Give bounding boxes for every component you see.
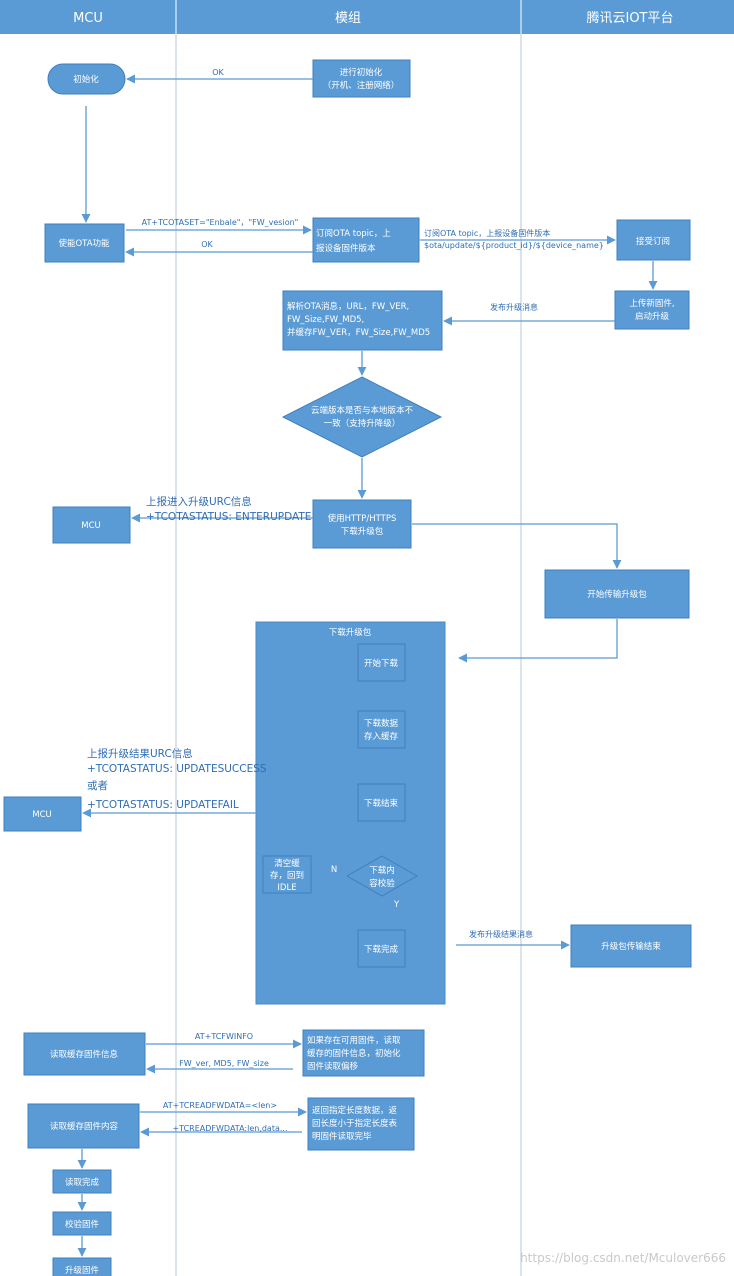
- upgrade-fw-box: [52, 1257, 112, 1276]
- init-terminal-text: 初始化: [73, 74, 99, 85]
- http-download-line-2: 下载升级包: [341, 526, 384, 537]
- parse-ota-box: [282, 290, 443, 351]
- label-sub-topic-1: 订阅OTA topic，上报设备固件版本: [424, 228, 550, 238]
- label-at-tcotaset: AT+TCOTASET="Enbale"，"FW_vesion": [142, 218, 299, 227]
- download-group-title: 下载升级包: [329, 627, 372, 638]
- subscribe-box: [312, 217, 420, 263]
- label-verify-no: N: [331, 865, 337, 875]
- subscribe-line-1: 订阅OTA topic，上: [316, 228, 391, 239]
- mcu-box-2-text: MCU: [32, 810, 52, 820]
- download-done-text: 下载完成: [364, 944, 399, 955]
- verify-fw-box: [52, 1211, 112, 1236]
- store-cache-line-1: 下载数据: [364, 718, 399, 729]
- read-content-text: 读取缓存固件内容: [50, 1121, 119, 1132]
- label-at-tcfwinfo: AT+TCFWINFO: [195, 1032, 253, 1041]
- verify-fw-text: 校验固件: [65, 1219, 100, 1230]
- mcu-box-1-text: MCU: [81, 521, 101, 531]
- store-cache-line-2: 存入缓存: [364, 731, 399, 742]
- module-init-line-1: 进行初始化: [340, 67, 383, 78]
- accept-subscribe-text: 接受订阅: [636, 236, 670, 247]
- transfer-end-box: [570, 924, 692, 968]
- start-transfer-box: [544, 569, 690, 619]
- upgrade-fw-text: 升级固件: [65, 1265, 100, 1276]
- label-urc-result-2: +TCOTASTATUS: UPDATESUCCESS: [87, 763, 267, 775]
- label-urc-result-or: 或者: [87, 780, 108, 792]
- parse-ota-line-3: 并缓存FW_VER，FW_Size,FW_MD5: [287, 327, 430, 338]
- parse-ota-line-1: 解析OTA消息，URL，FW_VER,: [287, 301, 409, 312]
- download-group-container: [255, 621, 446, 1005]
- enable-ota-text: 使能OTA功能: [58, 238, 110, 249]
- read-info-box: [23, 1032, 146, 1076]
- subscribe-line-2: 报设备固件版本: [316, 243, 376, 254]
- clear-cache-line-1: 清空缓: [274, 858, 300, 869]
- download-done-box: [357, 929, 406, 968]
- module-init-line-2: （开机、注册网络）: [323, 80, 400, 91]
- download-end-text: 下载结束: [364, 798, 399, 809]
- init-terminal: [47, 63, 126, 95]
- watermark: https://blog.csdn.net/Mculover666: [520, 1251, 726, 1265]
- mcu-box-1: [52, 506, 131, 544]
- label-publish-result: 发布升级结果消息: [469, 929, 533, 939]
- read-done-box: [52, 1169, 112, 1194]
- http-download-line-1: 使用HTTP/HTTPS: [328, 513, 397, 524]
- upload-fw-box: [614, 290, 690, 330]
- info-response-line-3: 固件读取偏移: [307, 1061, 359, 1072]
- label-urc-enter-1: 上报进入升级URC信息: [146, 495, 252, 508]
- mcu-box-2: [3, 796, 82, 832]
- label-urc-result-3: +TCOTASTATUS: UPDATEFAIL: [87, 799, 239, 811]
- lane-header-bar: [0, 0, 734, 34]
- info-response-line-1: 如果存在可用固件，读取: [307, 1035, 401, 1046]
- start-download-box: [357, 643, 406, 682]
- label-urc-result-1: 上报升级结果URC信息: [87, 747, 193, 760]
- start-transfer-text: 开始传输升级包: [587, 589, 647, 600]
- verify-line-2: 容校验: [369, 878, 395, 889]
- label-verify-yes: Y: [393, 900, 400, 910]
- start-download-text: 开始下载: [364, 658, 399, 669]
- transfer-end-text: 升级包传输结束: [601, 941, 661, 952]
- label-publish-upgrade: 发布升级消息: [490, 302, 538, 312]
- content-response-line-2: 回长度小于指定长度表: [312, 1118, 398, 1129]
- verify-line-1: 下载内: [369, 865, 395, 876]
- label-readfw-return: +TCREADFWDATA:len,data...: [172, 1124, 287, 1133]
- clear-cache-line-3: IDLE: [277, 883, 296, 893]
- accept-subscribe-box: [616, 219, 691, 261]
- version-decision-line-1: 云端版本是否与本地版本不: [311, 405, 414, 416]
- clear-cache-line-2: 存，回到: [270, 870, 304, 881]
- content-response-line-1: 返回指定长度数据，返: [312, 1105, 398, 1116]
- version-decision-line-2: 一致（支持升降级）: [324, 418, 401, 429]
- arrow-download-to-transfer: [412, 523, 622, 569]
- lane-title-platform: 腾讯云IOT平台: [586, 10, 673, 26]
- read-content-box: [27, 1103, 140, 1149]
- http-download-box: [312, 499, 412, 549]
- arrow-transfer-to-group: [458, 619, 618, 663]
- label-ok-1: OK: [212, 68, 224, 77]
- version-decision-diamond: [281, 376, 443, 458]
- content-response-line-3: 明固件读取完毕: [312, 1131, 372, 1142]
- label-sub-topic-2: $ota/update/${product_id}/${device_name}: [424, 241, 604, 250]
- download-end-box: [357, 783, 406, 822]
- upload-fw-line-2: 启动升级: [635, 311, 670, 322]
- content-response-box: [307, 1097, 415, 1151]
- store-cache-box: [357, 710, 406, 749]
- label-at-tcreadfwdata: AT+TCREADFWDATA=<len>: [163, 1101, 277, 1110]
- read-done-text: 读取完成: [65, 1177, 100, 1188]
- read-info-text: 读取缓存固件信息: [50, 1049, 119, 1060]
- parse-ota-line-2: FW_Size,FW_MD5,: [287, 315, 364, 325]
- info-response-box: [302, 1029, 425, 1077]
- info-response-line-2: 缓存的固件信息，初始化: [307, 1048, 401, 1059]
- enable-ota-box: [44, 223, 125, 263]
- module-init-box: [312, 59, 411, 98]
- label-urc-enter-2: +TCOTASTATUS: ENTERUPDATE: [146, 511, 311, 523]
- clear-cache-box: [262, 855, 312, 894]
- label-fwinfo-return: FW_ver, MD5, FW_size: [179, 1059, 269, 1068]
- label-ok-2: OK: [201, 240, 213, 249]
- verify-diamond: [345, 855, 419, 897]
- lane-title-module: 模组: [335, 11, 361, 26]
- upload-fw-line-1: 上传新固件,: [629, 298, 674, 309]
- lane-title-mcu: MCU: [73, 11, 103, 26]
